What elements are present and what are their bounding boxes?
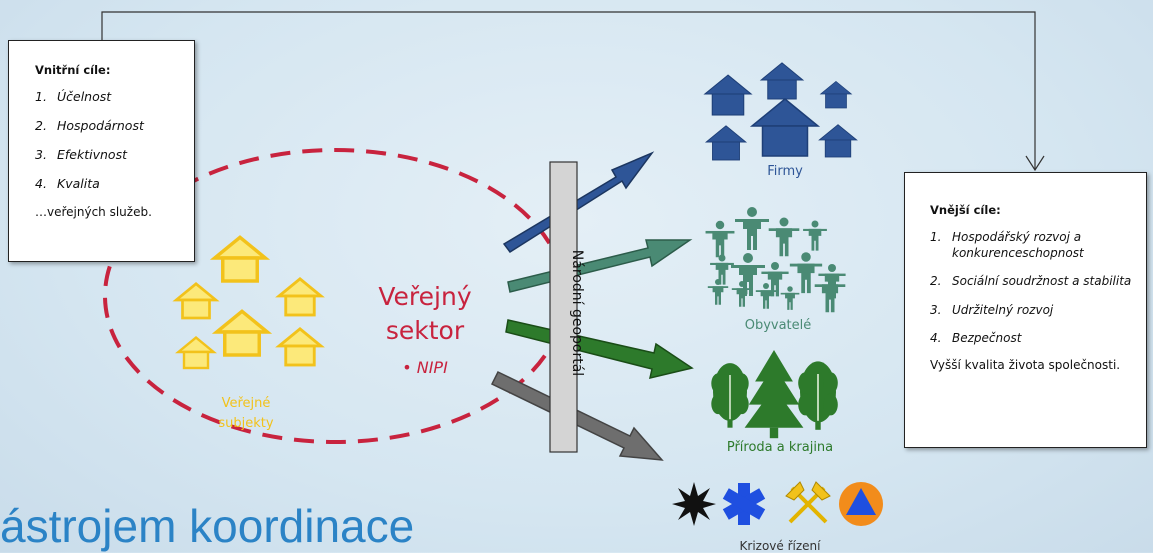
list-item: 4.Bezpečnost [930,330,1022,345]
inner-goals-title: Vnitřní cíle: [35,63,111,77]
public-subjects-label: Veřejné subjekty [218,396,274,431]
list-item: 3.Efektivnost [35,146,127,162]
nature-trees [710,350,839,439]
bottom-caption: ástrojem koordinace [0,500,415,552]
outer-goals-note: Vyšší kvalita života společnosti. [930,357,1121,372]
public-subjects-houses [174,235,323,370]
outer-goals-list: 1.Hospodářský rozvoj a konkurenceschopno… [930,229,1146,346]
list-item: 3.Udržitelný rozvoj [930,302,1054,317]
list-item: 1.Hospodářský rozvoj a konkurenceschopno… [930,230,1084,261]
firms-label: Firmy [767,164,803,179]
list-item: 2.Hospodárnost [35,117,144,133]
list-item: 4.Kvalita [35,175,100,191]
outer-goals-title: Vnější cíle: [930,203,1001,217]
list-item: 1.Účelnost [35,89,112,104]
nipi-bullet: • NIPI [402,358,448,377]
residents-people [705,207,846,313]
firms-houses [704,62,858,161]
residents-label: Obyvatelé [744,318,812,333]
inner-goals-note: …veřejných služeb. [35,204,152,219]
crisis-icons [672,481,883,526]
inner-goals-list: 1.Účelnost 2.Hospodárnost 3.Efektivnost … [35,89,194,193]
crossed-axes-icon [785,481,831,524]
outer-goals-box: Vnější cíle: 1.Hospodářský rozvoj a konk… [904,172,1147,448]
feedback-connector [101,11,1045,172]
arrow-to-firms [502,151,655,254]
public-sector-title: Veřejný sektor [378,282,472,345]
geoportal-bar [549,161,578,453]
list-item: 2.Sociální soudržnost a stabilita [930,274,1132,289]
inner-goals-box: Vnitřní cíle: 1.Účelnost 2.Hospodárnost … [8,40,195,262]
arrow-to-residents [507,239,693,293]
crisis-label: Krizové řízení [739,539,821,553]
civil-protection-icon [839,482,883,526]
medical-star-icon [722,483,766,525]
explosion-icon [672,482,716,526]
nature-label: Příroda a krajina [726,440,834,455]
geoportal-label: Národní geoportál [569,249,585,377]
